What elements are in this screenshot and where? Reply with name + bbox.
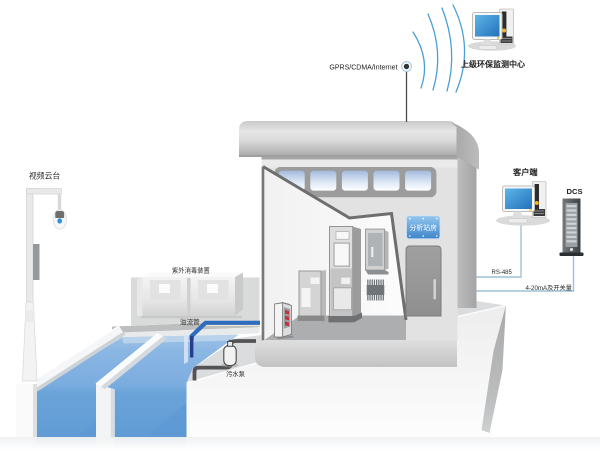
svg-text:紫外消毒装置: 紫外消毒装置 [172,266,210,275]
svg-text:溢流管: 溢流管 [180,318,200,327]
svg-text:客户端: 客户端 [512,167,538,177]
svg-text:4-20mA及开关量: 4-20mA及开关量 [526,284,572,292]
svg-text:分析站房: 分析站房 [410,223,438,232]
svg-text:上级环保监测中心: 上级环保监测中心 [461,59,525,69]
svg-text:污水泵: 污水泵 [226,369,246,378]
svg-text:视频云台: 视频云台 [29,171,60,181]
svg-text:DCS: DCS [567,187,583,196]
svg-text:GPRS/CDMA/Internet: GPRS/CDMA/Internet [329,65,397,72]
svg-text:RS-485: RS-485 [492,270,513,276]
